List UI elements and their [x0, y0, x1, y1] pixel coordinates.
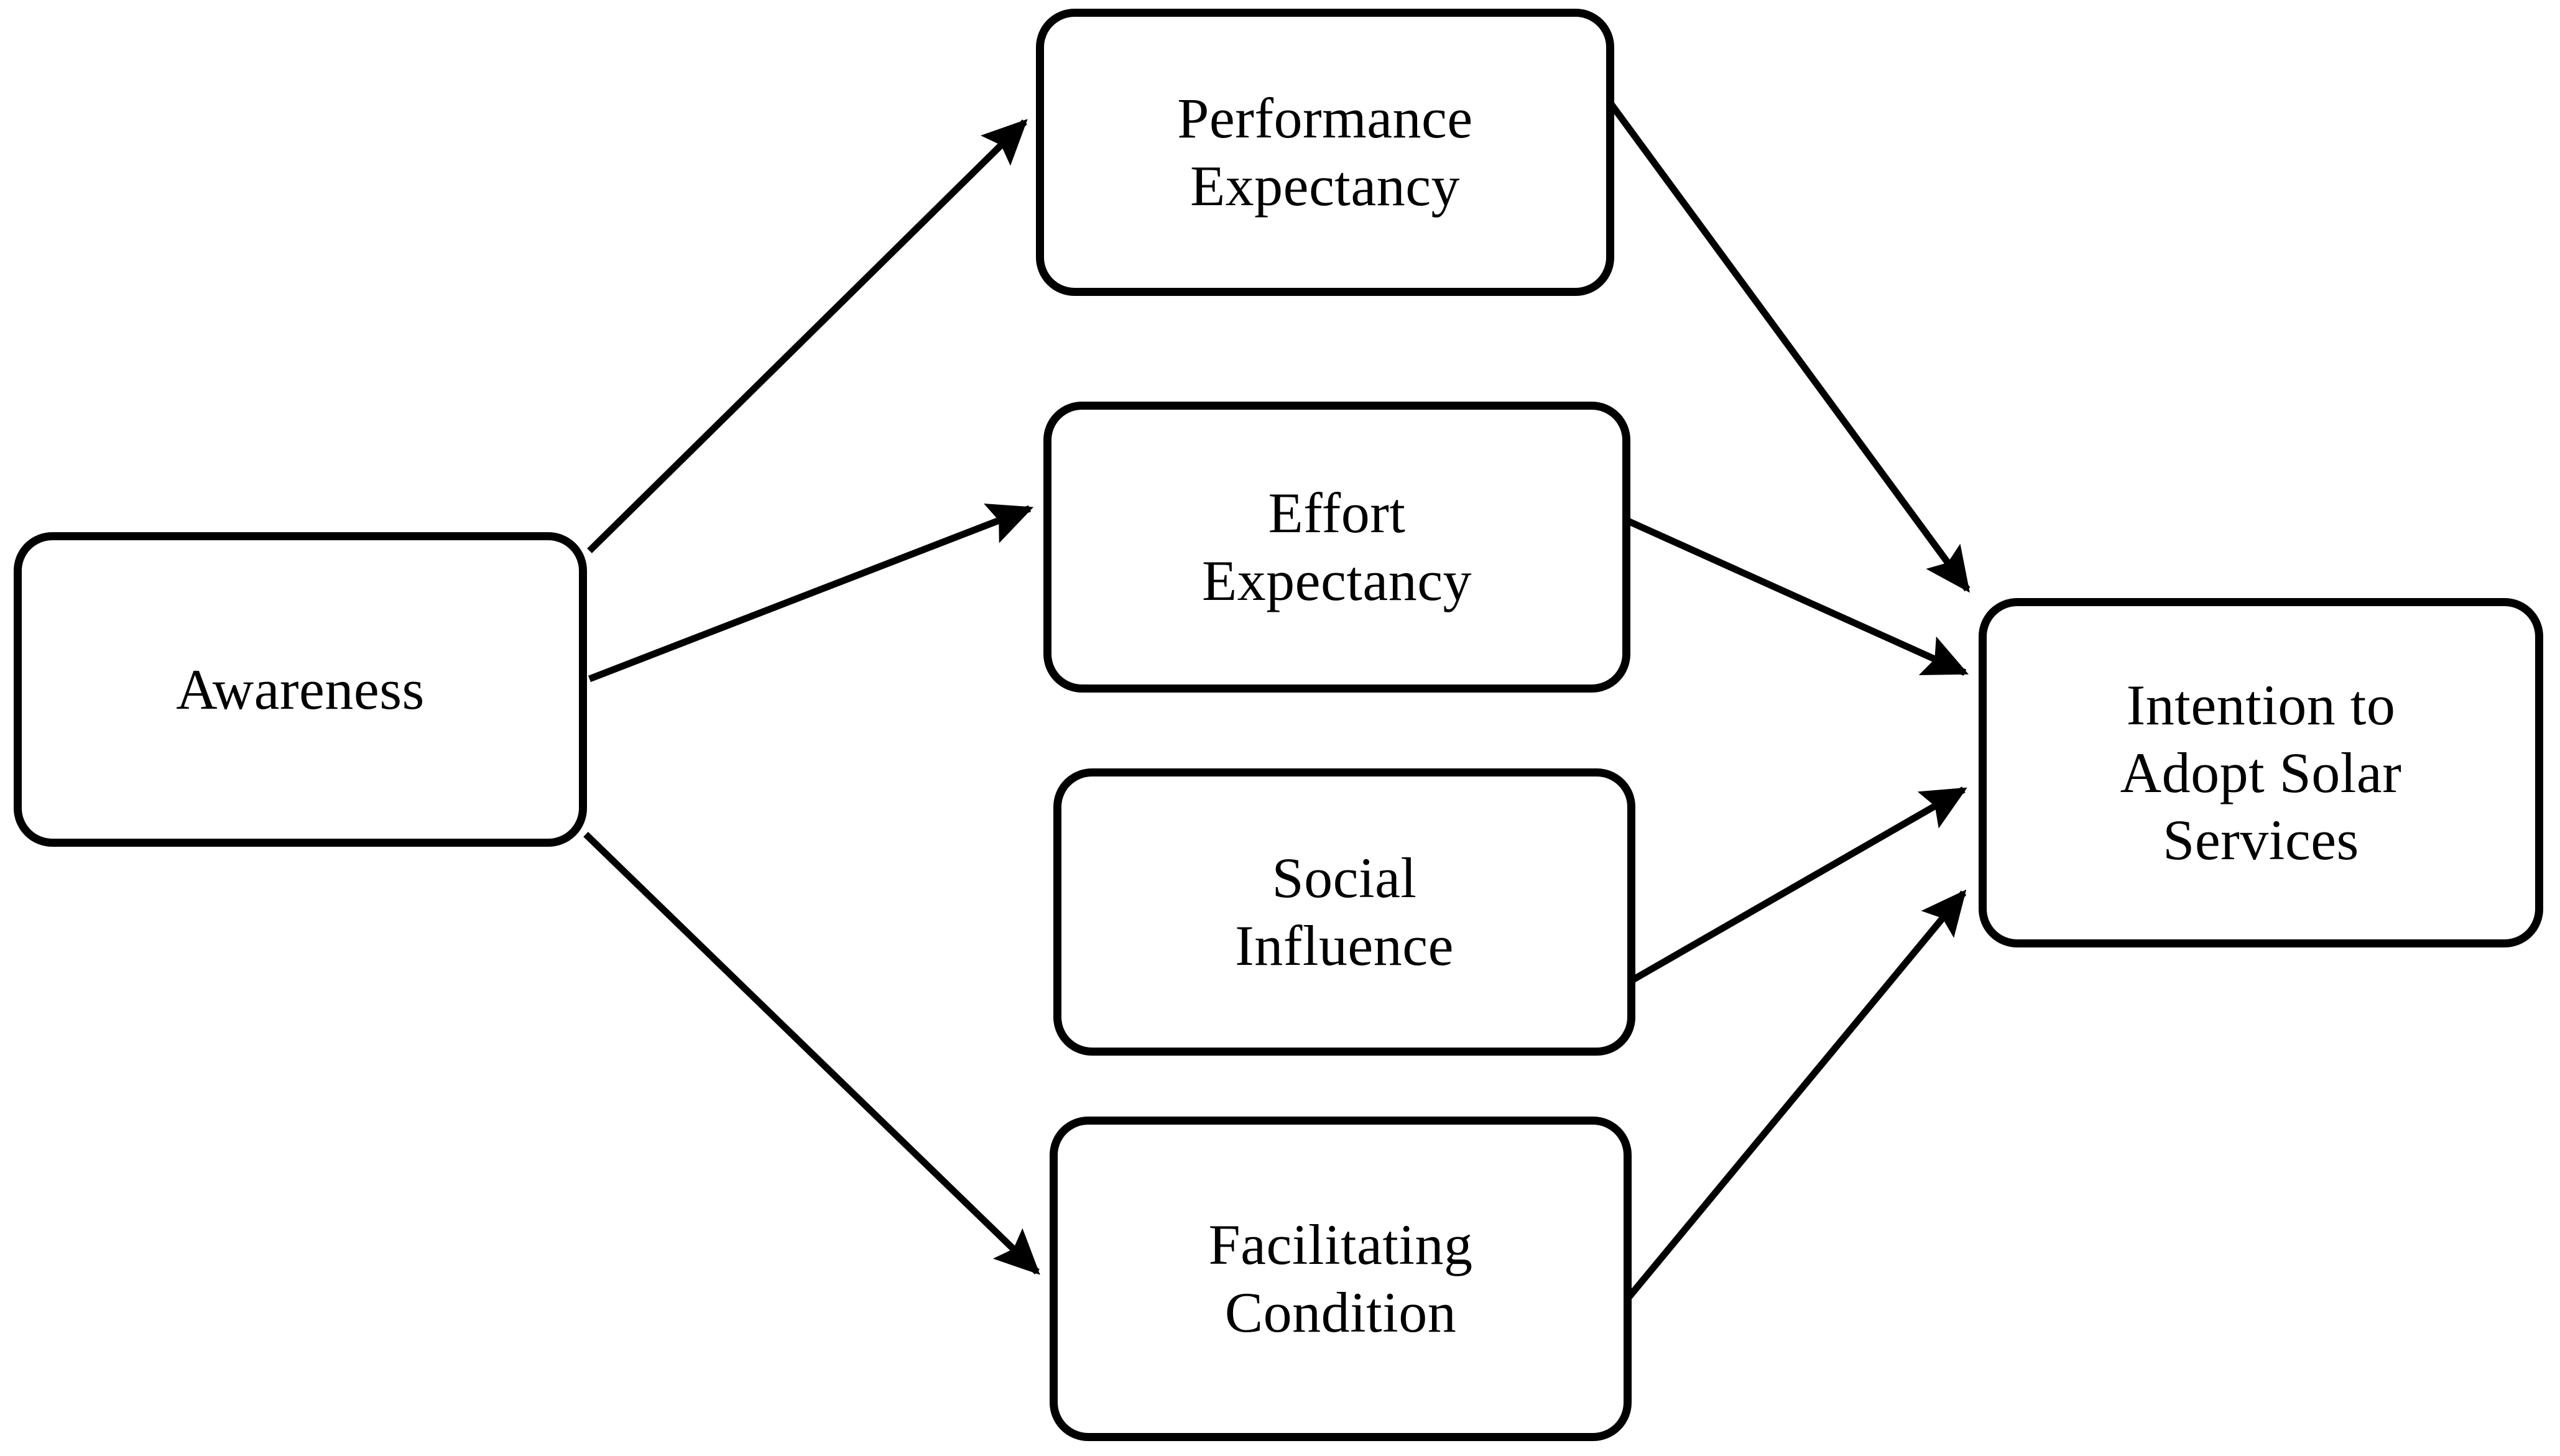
node-effort-expectancy[interactable]: Effort Expectancy — [1043, 402, 1630, 693]
node-intention-label: Intention to Adopt Solar Services — [2120, 673, 2402, 872]
node-intention-to-adopt-solar-services[interactable]: Intention to Adopt Solar Services — [1979, 598, 2543, 947]
node-facilitating-condition-label: Facilitating Condition — [1208, 1213, 1473, 1344]
node-awareness[interactable]: Awareness — [14, 532, 587, 847]
edge-awareness-to-effort-expectancy — [588, 504, 1034, 683]
edge-social-influence-to-intention — [1631, 786, 1967, 983]
edge-effort-expectancy-to-intention — [1626, 517, 1969, 676]
node-effort-expectancy-label: Effort Expectancy — [1201, 481, 1472, 612]
node-awareness-label: Awareness — [176, 657, 425, 721]
node-performance-expectancy-label: Performance Expectancy — [1177, 86, 1473, 218]
edge-facilitating-condition-to-intention — [1626, 889, 1967, 1299]
node-facilitating-condition[interactable]: Facilitating Condition — [1050, 1117, 1632, 1441]
edge-awareness-to-performance-expectancy — [587, 119, 1028, 553]
node-social-influence[interactable]: Social Influence — [1053, 768, 1635, 1056]
edge-performance-expectancy-to-intention — [1607, 101, 1971, 593]
node-performance-expectancy[interactable]: Performance Expectancy — [1036, 9, 1614, 296]
edge-awareness-to-facilitating-condition — [583, 832, 1040, 1275]
node-social-influence-label: Social Influence — [1235, 846, 1454, 977]
